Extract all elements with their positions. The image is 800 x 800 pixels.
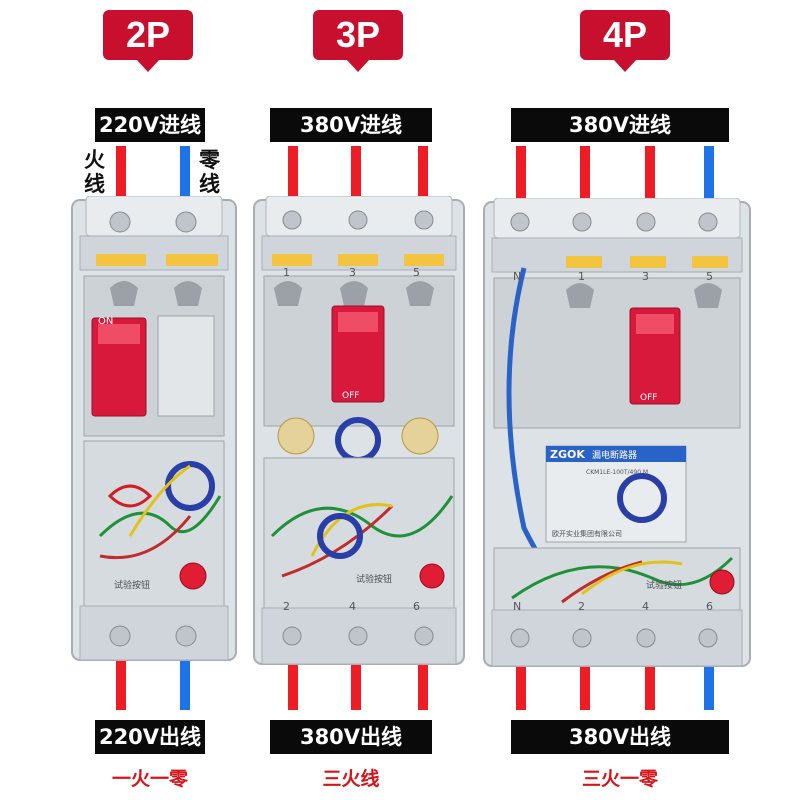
handle-on-text: ON	[98, 316, 113, 327]
caption-2p: 一火一零	[111, 768, 188, 790]
terminal-3p-bottom-4: 4	[349, 600, 356, 613]
wire-top-4p-2	[580, 146, 590, 212]
breaker-2p: ON 试验按钮	[71, 196, 237, 661]
handle-off-text-4p: OFF	[640, 393, 657, 403]
input-label-3p: 380V进线	[270, 108, 432, 142]
terminal-4p-bottom-4: 4	[642, 600, 649, 613]
terminal-4p-top-3: 3	[642, 270, 649, 283]
terminal-4p-bottom-6: 6	[706, 600, 713, 613]
test-button-text-2p: 试验按钮	[114, 579, 150, 591]
breaker-3p: 试验按钮 OFF	[253, 196, 465, 665]
wire-top-3p-2	[351, 146, 361, 206]
model-text: CKM1LE-100T/490 M	[586, 469, 648, 476]
wire-top-2p-neutral	[180, 146, 190, 214]
caption-3p: 三火线	[322, 768, 380, 790]
terminal-3p-top-3: 3	[349, 266, 356, 279]
input-label-2p: 220V进线	[95, 108, 205, 142]
test-button-text-3p: 试验按钮	[356, 573, 392, 585]
brand-logo: ZGOK	[550, 448, 585, 461]
terminal-4p-bottom-n: N	[513, 600, 522, 613]
terminal-3p-bottom-2: 2	[283, 600, 290, 613]
live-wire-label: 火线	[84, 148, 105, 196]
wire-bottom-2p-neutral	[180, 660, 190, 710]
wire-top-3p-3	[418, 146, 428, 206]
wire-bottom-4p-3	[645, 664, 655, 710]
maker-text: 欧开实业集团有限公司	[552, 529, 622, 538]
wire-bottom-4p-2	[580, 664, 590, 710]
wire-top-2p-live	[116, 146, 126, 214]
terminal-4p-top-1: 1	[578, 270, 585, 283]
wire-bottom-2p-live	[116, 660, 126, 710]
terminal-3p-top-5: 5	[413, 266, 420, 279]
terminal-4p-top-n: N	[513, 270, 522, 283]
wire-top-3p-1	[288, 146, 298, 206]
wire-bottom-4p-4	[704, 664, 714, 710]
wire-bottom-3p-1	[288, 664, 298, 710]
terminal-3p-top-1: 1	[283, 266, 290, 279]
caption-4p: 三火一零	[581, 768, 658, 790]
output-label-3p: 380V出线	[270, 720, 432, 754]
test-button-text-4p: 试验按钮	[646, 579, 682, 591]
input-label-4p: 380V进线	[511, 108, 729, 142]
badge-4p: 4P	[580, 10, 670, 72]
wire-bottom-3p-3	[418, 664, 428, 710]
wire-top-4p-4	[704, 146, 714, 212]
wire-top-4p-1	[516, 146, 526, 212]
output-label-4p: 380V出线	[511, 720, 729, 754]
output-label-2p: 220V出线	[95, 720, 205, 754]
terminal-4p-top-5: 5	[706, 270, 713, 283]
terminal-3p-bottom-6: 6	[413, 600, 420, 613]
wire-bottom-3p-2	[351, 664, 361, 710]
brand-cn: 漏电断路器	[592, 449, 637, 461]
neutral-wire-label: 零线	[199, 148, 220, 196]
wire-top-4p-3	[645, 146, 655, 212]
badge-3p: 3P	[313, 10, 403, 72]
terminal-4p-bottom-2: 2	[578, 600, 585, 613]
wire-bottom-4p-1	[516, 664, 526, 710]
breaker-4p: ZGOK 漏电断路器 CKM1LE-100T/490 M 欧开实业集团有限公司 …	[483, 198, 751, 667]
badge-2p: 2P	[103, 10, 193, 72]
handle-off-text-3p: OFF	[342, 391, 359, 401]
